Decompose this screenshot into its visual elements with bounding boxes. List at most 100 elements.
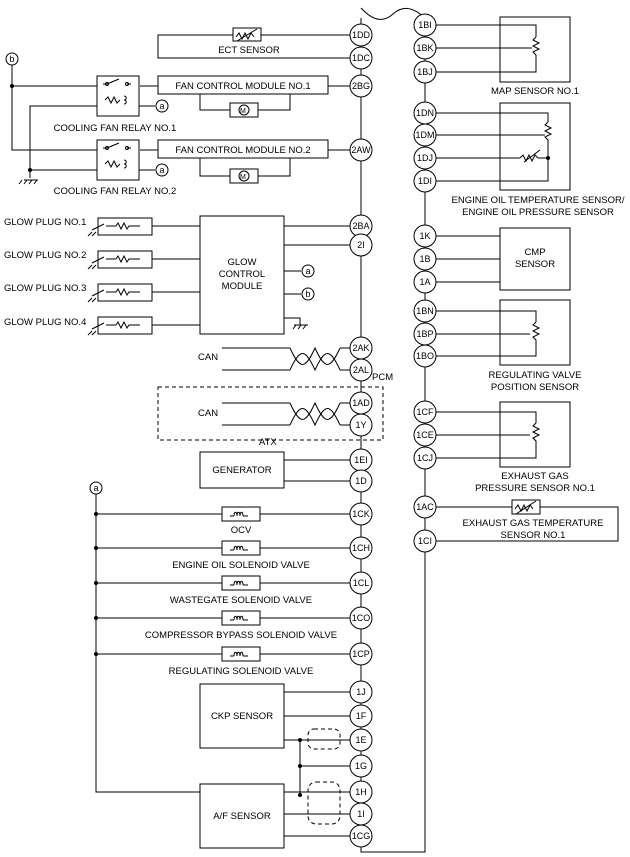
pin-1BK: 1BK — [413, 36, 437, 60]
pin-1B: 1B — [413, 247, 437, 271]
ckp-sensor: CKP SENSOR — [199, 683, 361, 795]
svg-text:1BN: 1BN — [416, 306, 434, 316]
svg-text:2BA: 2BA — [352, 221, 369, 231]
engine-oil-solenoid-label: ENGINE OIL SOLENOID VALVE — [172, 560, 310, 571]
svg-text:2I: 2I — [357, 240, 365, 250]
pin-1DI: 1DI — [413, 169, 437, 193]
cmp-label-2: SENSOR — [515, 259, 555, 270]
pin-1DM: 1DM — [413, 123, 437, 147]
svg-text:2BG: 2BG — [352, 81, 370, 91]
cooling-fan-relay-2: COOLING FAN RELAY NO.2 — [54, 139, 177, 197]
ref-b-top: b — [9, 54, 14, 64]
pin-2AW: 2AW — [349, 138, 373, 162]
pin-1CK: 1CK — [349, 502, 373, 526]
svg-text:1EI: 1EI — [354, 455, 368, 465]
pin-1D: 1D — [349, 469, 373, 493]
svg-text:1BO: 1BO — [416, 351, 434, 361]
svg-text:1AC: 1AC — [416, 502, 434, 512]
cooling-fan-relay-2-label: COOLING FAN RELAY NO.2 — [54, 186, 177, 197]
svg-text:1E: 1E — [355, 735, 366, 745]
svg-text:1G: 1G — [355, 761, 367, 771]
exh-temp-label-1: EXHAUST GAS TEMPERATURE — [463, 518, 604, 529]
exhaust-gas-temperature-sensor: EXHAUST GAS TEMPERATURE SENSOR NO.1 — [425, 499, 619, 542]
regulating-solenoid-label: REGULATING SOLENOID VALVE — [169, 666, 314, 677]
af-sensor-label: A/F SENSOR — [213, 811, 271, 822]
can-bus-1: CAN — [198, 346, 361, 372]
svg-text:1H: 1H — [355, 787, 367, 797]
compressor-bypass-solenoid: COMPRESSOR BYPASS SOLENOID VALVE — [96, 610, 361, 641]
svg-text:1AD: 1AD — [352, 398, 370, 408]
exh-press-label-1: EXHAUST GAS — [501, 471, 568, 482]
oil-temp-pressure-sensor: ENGINE OIL TEMPERATURE SENSOR/ ENGINE OI… — [425, 102, 625, 218]
svg-text:1BI: 1BI — [418, 20, 432, 30]
exh-press-label-2: PRESSURE SENSOR NO.1 — [475, 483, 595, 494]
pin-2I: 2I — [349, 233, 373, 257]
pin-1CP: 1CP — [349, 642, 373, 666]
pin-1K: 1K — [413, 224, 437, 248]
pin-1CH: 1CH — [349, 536, 373, 560]
wastegate-solenoid: WASTEGATE SOLENOID VALVE — [96, 575, 361, 606]
pin-1Y: 1Y — [349, 413, 373, 437]
pin-1DD: 1DD — [349, 23, 373, 47]
pin-1H: 1H — [349, 780, 373, 804]
svg-text:1B: 1B — [419, 254, 430, 264]
pin-1CE: 1CE — [413, 423, 437, 447]
pin-1DC: 1DC — [349, 46, 373, 70]
pin-1E: 1E — [349, 728, 373, 752]
ocv-label: OCV — [231, 525, 252, 536]
ref-b-glow: b — [305, 289, 310, 299]
svg-text:1DD: 1DD — [352, 30, 371, 40]
can-1-label: CAN — [198, 352, 218, 363]
fan-control-module-1: FAN CONTROL MODULE NO.1 M — [140, 75, 361, 118]
glow-plug-3-label: GLOW PLUG NO.3 — [4, 283, 86, 294]
svg-text:1A: 1A — [419, 277, 430, 287]
ect-sensor-label: ECT SENSOR — [218, 45, 280, 56]
glow-module-label-3: MODULE — [222, 281, 263, 292]
svg-text:1CE: 1CE — [416, 430, 434, 440]
svg-text:1F: 1F — [356, 711, 367, 721]
svg-text:1BP: 1BP — [416, 329, 433, 339]
svg-text:1CO: 1CO — [352, 613, 371, 623]
glow-module-label-1: GLOW — [227, 257, 256, 268]
svg-text:2AK: 2AK — [352, 343, 369, 353]
svg-text:1I: 1I — [357, 809, 365, 819]
fan-control-module-2: FAN CONTROL MODULE NO.2 M — [140, 139, 361, 184]
pin-1G: 1G — [349, 754, 373, 778]
engine-oil-solenoid: ENGINE OIL SOLENOID VALVE — [96, 540, 361, 571]
cooling-fan-relay-1: COOLING FAN RELAY NO.1 — [54, 75, 176, 134]
ckp-sensor-label: CKP SENSOR — [211, 711, 273, 722]
svg-text:1BJ: 1BJ — [417, 67, 433, 77]
reg-valve-label-2: POSITION SENSOR — [491, 382, 579, 393]
pin-1AC: 1AC — [413, 495, 437, 519]
svg-text:1J: 1J — [356, 687, 366, 697]
svg-text:2AL: 2AL — [353, 365, 369, 375]
svg-text:1BK: 1BK — [416, 43, 433, 53]
svg-text:1DJ: 1DJ — [417, 153, 433, 163]
glow-module-label-2: CONTROL — [219, 269, 265, 280]
map-sensor: MAP SENSOR NO.1 — [425, 16, 579, 97]
svg-text:1CL: 1CL — [353, 578, 370, 588]
ect-sensor: ECT SENSOR — [157, 27, 361, 59]
exh-temp-label-2: SENSOR NO.1 — [501, 530, 566, 541]
pcm-label: PCM — [372, 372, 393, 383]
pin-1CO: 1CO — [349, 606, 373, 630]
pin-1BJ: 1BJ — [413, 60, 437, 84]
svg-text:1DC: 1DC — [352, 53, 371, 63]
fan-motor-2-icon: M — [240, 174, 246, 181]
pin-2BG: 2BG — [349, 74, 373, 98]
svg-text:1CJ: 1CJ — [417, 453, 433, 463]
map-sensor-label: MAP SENSOR NO.1 — [491, 86, 579, 97]
glow-plug-2-label: GLOW PLUG NO.2 — [4, 250, 86, 261]
pin-1BO: 1BO — [413, 344, 437, 368]
svg-text:1CK: 1CK — [352, 509, 370, 519]
pin-1CL: 1CL — [349, 571, 373, 595]
pin-1J: 1J — [349, 680, 373, 704]
oil-temp-label-2: ENGINE OIL PRESSURE SENSOR — [462, 207, 614, 218]
pin-1DN: 1DN — [413, 101, 437, 125]
af-sensor: A/F SENSOR — [199, 781, 361, 849]
pin-1BN: 1BN — [413, 299, 437, 323]
atx-label: ATX — [259, 437, 277, 448]
svg-text:1CP: 1CP — [352, 649, 370, 659]
